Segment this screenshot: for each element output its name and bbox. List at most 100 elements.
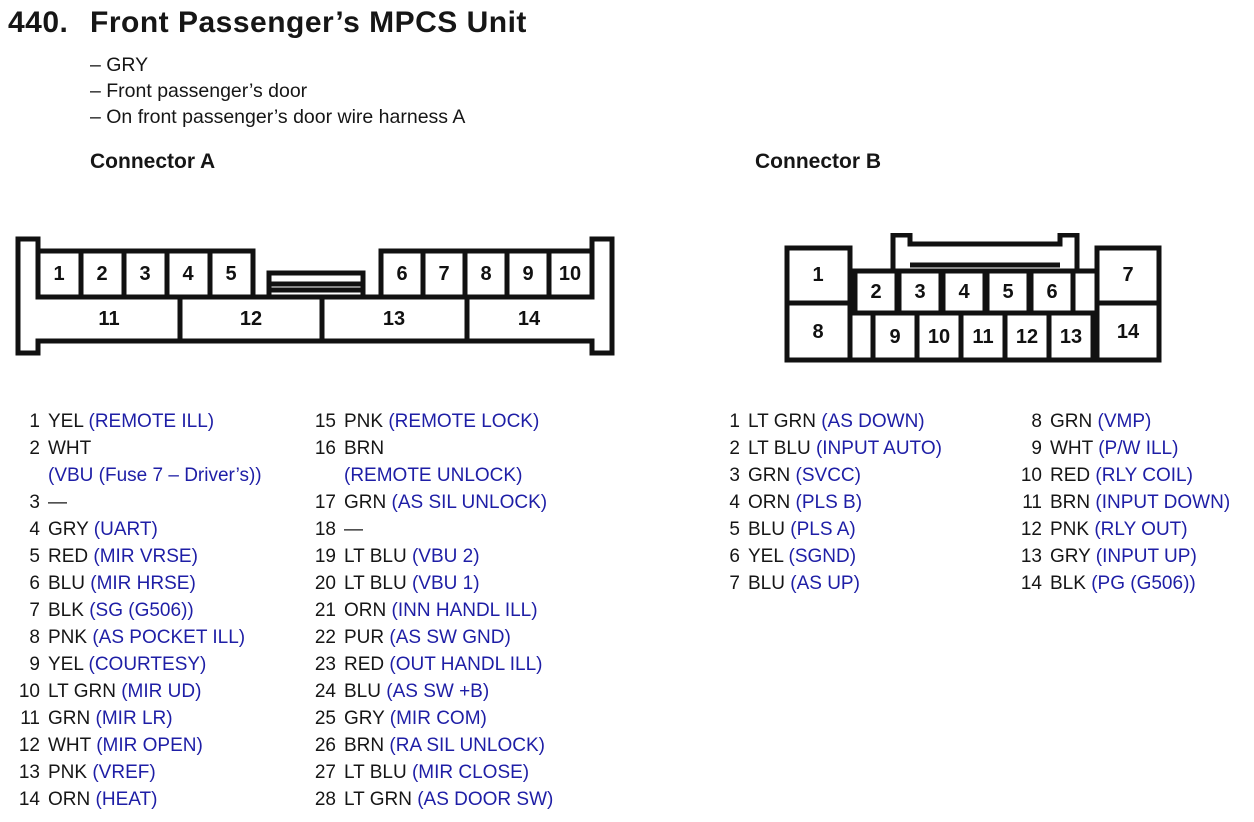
- connector-b-heading: Connector B: [755, 150, 881, 173]
- pin-number: 24: [314, 681, 336, 702]
- pin-signal-name: (MIR UD): [121, 681, 202, 702]
- pin-description: LT GRN (AS DOWN): [748, 408, 925, 435]
- pin-number: 7: [729, 573, 740, 594]
- pin-wire-color: BRN: [344, 438, 385, 459]
- pin-row: 17 GRN (AS SIL UNLOCK): [310, 489, 553, 516]
- pin-wire-color: LT GRN: [48, 681, 116, 702]
- pin-row: 5 BLU (PLS A): [714, 516, 942, 543]
- pin-row: 1 LT GRN (AS DOWN): [714, 408, 942, 435]
- pin-number: 15: [314, 411, 336, 432]
- pin-description: GRN (SVCC): [748, 462, 861, 489]
- pin-description: PNK (REMOTE LOCK): [344, 408, 539, 435]
- pin-number: 2: [729, 438, 740, 459]
- connector-a-cavity-3: 3: [139, 263, 151, 285]
- connector-b-cavity-11: 11: [972, 326, 994, 348]
- pin-signal-name: (AS POCKET ILL): [92, 627, 246, 648]
- pin-wire-color: BLK: [48, 600, 84, 621]
- pin-row: 26 BRN (RA SIL UNLOCK): [310, 732, 553, 759]
- pin-wire-color: PNK: [344, 411, 384, 432]
- connector-a-outline-svg: [15, 236, 615, 356]
- pin-description: BLK (SG (G506)): [48, 597, 194, 624]
- pin-wire-color: PNK: [48, 762, 88, 783]
- pin-signal-name: (AS SIL UNLOCK): [391, 492, 548, 513]
- pin-row: 10 RED (RLY COIL): [1016, 462, 1230, 489]
- connector-a-cavity-7: 7: [438, 263, 450, 285]
- pin-signal-name: (COURTESY): [88, 654, 207, 675]
- pin-row: 16 BRN (REMOTE UNLOCK): [310, 435, 553, 489]
- pin-row: 21 ORN (INN HANDL ILL): [310, 597, 553, 624]
- pin-signal-name: (INPUT AUTO): [815, 438, 942, 459]
- pin-number: 10: [18, 681, 40, 702]
- pin-description: BLU (AS SW +B): [344, 678, 489, 705]
- pin-number: 10: [1020, 465, 1042, 486]
- pin-signal-name: (SVCC): [795, 465, 861, 486]
- pin-signal-name: (PLS A): [790, 519, 856, 540]
- pin-description: YEL (COURTESY): [48, 651, 206, 678]
- pin-wire-color: YEL: [48, 411, 84, 432]
- pin-description: YEL (REMOTE ILL): [48, 408, 214, 435]
- pin-number: 19: [314, 546, 336, 567]
- detail-line: – GRY: [90, 54, 149, 76]
- pin-description: ORN (INN HANDL ILL): [344, 597, 538, 624]
- pin-row: 12 PNK (RLY OUT): [1016, 516, 1230, 543]
- pin-signal-name: (MIR HRSE): [90, 573, 196, 594]
- pin-row: 7 BLU (AS UP): [714, 570, 942, 597]
- pin-description: PNK (VREF): [48, 759, 156, 786]
- pin-description: YEL (SGND): [748, 543, 856, 570]
- pin-description: WHT (P/W ILL): [1050, 435, 1178, 462]
- pin-description: BLU (MIR HRSE): [48, 570, 196, 597]
- pin-number: 11: [1022, 492, 1042, 513]
- pin-description: PNK (AS POCKET ILL): [48, 624, 245, 651]
- pin-number: 9: [29, 654, 40, 675]
- pin-description: LT BLU (VBU 2): [344, 543, 480, 570]
- pin-signal-name: (P/W ILL): [1098, 438, 1179, 459]
- pin-signal-name: (VREF): [92, 762, 156, 783]
- pin-number: 13: [1020, 546, 1042, 567]
- pin-row: 14 BLK (PG (G506)): [1016, 570, 1230, 597]
- pin-wire-color: GRN: [748, 465, 791, 486]
- connector-b-diagram: 1 2 3 4 5 6 7 8 9 10 11 12 13 14: [783, 233, 1163, 363]
- pin-description: RED (MIR VRSE): [48, 543, 198, 570]
- connector-b-cavity-4: 4: [958, 281, 970, 303]
- pin-description: BRN (REMOTE UNLOCK): [344, 435, 522, 489]
- pin-description: GRN (VMP): [1050, 408, 1151, 435]
- pin-wire-color: GRY: [344, 708, 385, 729]
- pin-number: 17: [314, 492, 336, 513]
- connector-b-cavity-1: 1: [812, 264, 824, 286]
- pin-wire-color: PNK: [48, 627, 88, 648]
- pin-wire-color: WHT: [48, 735, 91, 756]
- pin-number: 18: [314, 519, 336, 540]
- pin-signal-name: (MIR LR): [95, 708, 173, 729]
- connector-b-latch: [890, 233, 1080, 271]
- pin-number: 23: [314, 654, 336, 675]
- pin-wire-color: GRN: [1050, 411, 1093, 432]
- pin-number: 16: [314, 438, 336, 459]
- pin-signal-name: (MIR OPEN): [96, 735, 203, 756]
- pin-signal-name: (MIR COM): [389, 708, 487, 729]
- pin-description: —: [344, 516, 363, 543]
- connector-a-heading: Connector A: [90, 150, 216, 173]
- pin-row: 28 LT GRN (AS DOOR SW): [310, 786, 554, 813]
- pin-number: 4: [729, 492, 740, 513]
- pin-number: 6: [729, 546, 740, 567]
- pin-signal-name: (RLY OUT): [1094, 519, 1188, 540]
- pin-description: BRN (INPUT DOWN): [1050, 489, 1230, 516]
- pin-wire-color: BLK: [1050, 573, 1086, 594]
- connector-b-cavity-14: 14: [1116, 321, 1140, 343]
- pin-signal-name: (RLY COIL): [1095, 465, 1193, 486]
- pin-description: LT BLU (MIR CLOSE): [344, 759, 529, 786]
- connector-a-pin-list-col1: 1 YEL (REMOTE ILL) 2 WHT (VBU (Fuse 7 – …: [14, 408, 262, 813]
- pin-signal-name: (SG (G506)): [89, 600, 194, 621]
- pin-description: GRN (AS SIL UNLOCK): [344, 489, 547, 516]
- pin-description: PUR (AS SW GND): [344, 624, 511, 651]
- pin-description: LT BLU (INPUT AUTO): [748, 435, 942, 462]
- pin-row: 10 LT GRN (MIR UD): [14, 678, 262, 705]
- pin-description: ORN (HEAT): [48, 786, 157, 813]
- pin-wire-color: BRN: [344, 735, 385, 756]
- pin-number: 9: [1031, 438, 1042, 459]
- connector-a-cavity-2: 2: [96, 263, 108, 285]
- detail-line: – Front passenger’s door: [90, 80, 308, 102]
- pin-row: 3 —: [14, 489, 262, 516]
- pin-wire-color: ORN: [748, 492, 791, 513]
- pin-number: 12: [18, 735, 40, 756]
